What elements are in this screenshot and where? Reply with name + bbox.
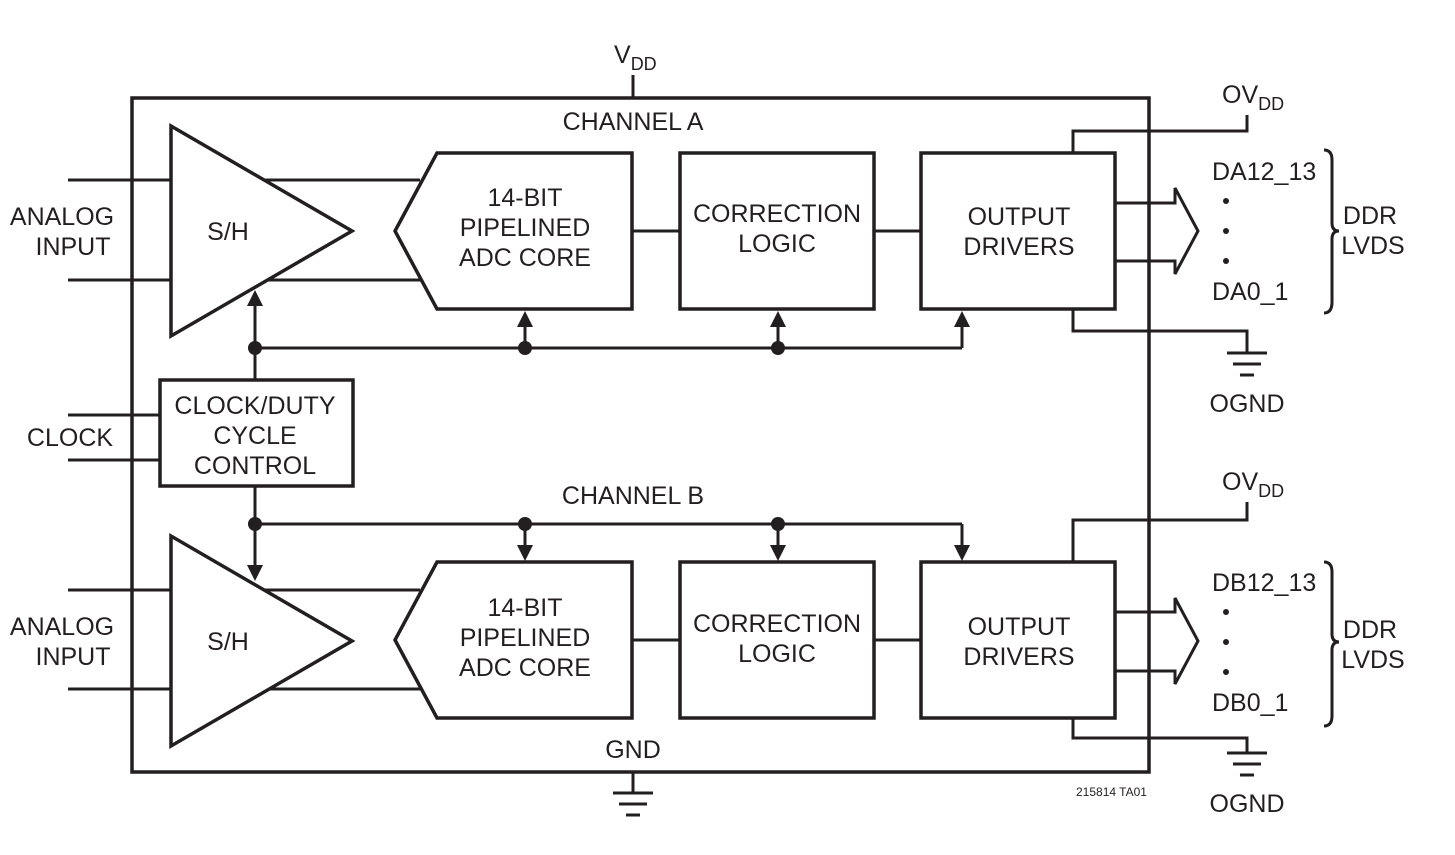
ddr-lvds-a-line2: LVDS <box>1341 232 1404 260</box>
figure-id: 215814 TA01 <box>1076 785 1147 799</box>
ovdd-a-label: OVDD <box>1222 81 1284 114</box>
output-b-top-label: DB12_13 <box>1212 569 1316 597</box>
output-drivers-a <box>919 151 1117 311</box>
analog-input-b-line1: ANALOG <box>10 613 114 641</box>
channel-b-label: CHANNEL B <box>562 482 704 510</box>
output-bus-arrow-a <box>1115 187 1200 275</box>
correction-logic-a-line1: CORRECTION <box>693 200 861 228</box>
correction-logic-b <box>678 560 876 720</box>
output-bus-arrow-b <box>1115 597 1200 685</box>
ognd-b-wire <box>1071 718 1249 752</box>
ovdd-b-label: OVDD <box>1222 468 1284 501</box>
adc-core-a <box>393 151 634 311</box>
ognd-a-wire <box>1071 309 1249 352</box>
ellipsis-dot <box>1223 669 1229 675</box>
brace-a <box>1323 148 1340 315</box>
clock-label: CLOCK <box>27 424 113 452</box>
arrowhead <box>517 311 533 327</box>
ddr-lvds-b-line2: LVDS <box>1341 646 1404 674</box>
ovdd-a-wire <box>1071 115 1249 153</box>
arrowhead <box>954 311 970 327</box>
arrowhead <box>517 545 533 561</box>
ground-symbol-b <box>1227 751 1267 777</box>
ground-symbol-chip <box>613 772 653 817</box>
correction-logic-b-line2: LOGIC <box>738 640 816 668</box>
junction-dot <box>771 517 785 531</box>
ellipsis-dot <box>1223 258 1229 264</box>
ground-symbol-a <box>1227 351 1267 377</box>
sample-hold-b <box>169 532 356 750</box>
clock-control-line2: CYCLE <box>213 422 296 450</box>
ognd-a-label: OGND <box>1210 390 1285 418</box>
adc-core-a-line3: ADC CORE <box>459 244 591 272</box>
junction-dot <box>248 517 262 531</box>
correction-logic-b-line1: CORRECTION <box>693 610 861 638</box>
adc-core-b <box>393 560 634 720</box>
clock-duty-cycle-control <box>158 378 355 488</box>
ellipsis-dot <box>1223 228 1229 234</box>
clock-control-line1: CLOCK/DUTY <box>174 392 335 420</box>
arrowhead <box>954 545 970 561</box>
correction-logic-a-line2: LOGIC <box>738 230 816 258</box>
junction-dot <box>771 341 785 355</box>
analog-input-a-line2: INPUT <box>36 233 111 261</box>
sample-hold-a-label: S/H <box>207 218 249 246</box>
ellipsis-dot <box>1223 609 1229 615</box>
output-a-top-label: DA12_13 <box>1212 158 1316 186</box>
gnd-label: GND <box>605 736 661 764</box>
ddr-lvds-b-line1: DDR <box>1343 616 1397 644</box>
junction-dot <box>518 341 532 355</box>
ellipsis-dot <box>1223 639 1229 645</box>
adc-core-b-line3: ADC CORE <box>459 654 591 682</box>
adc-core-b-line1: 14-BIT <box>487 594 562 622</box>
ognd-b-label: OGND <box>1210 790 1285 818</box>
sample-hold-b-label: S/H <box>207 628 249 656</box>
analog-input-b-line2: INPUT <box>36 643 111 671</box>
ellipsis-dot <box>1223 198 1229 204</box>
arrowhead <box>770 311 786 327</box>
output-b-bottom-label: DB0_1 <box>1212 689 1288 717</box>
vdd-label: VDD <box>614 41 657 74</box>
junction-dot <box>518 517 532 531</box>
clock-control-line3: CONTROL <box>194 452 316 480</box>
ovdd-b-wire <box>1071 502 1249 562</box>
adc-core-a-line1: 14-BIT <box>487 184 562 212</box>
junction-dot <box>248 341 262 355</box>
arrowhead <box>247 565 263 581</box>
output-drivers-a-line1: OUTPUT <box>968 203 1071 231</box>
output-drivers-a-line2: DRIVERS <box>963 233 1074 261</box>
adc-core-b-line2: PIPELINED <box>460 624 591 652</box>
analog-input-a-line1: ANALOG <box>10 203 114 231</box>
output-drivers-b-line2: DRIVERS <box>963 643 1074 671</box>
arrowhead <box>247 290 263 306</box>
ddr-lvds-a-line1: DDR <box>1343 202 1397 230</box>
output-drivers-b-line1: OUTPUT <box>968 613 1071 641</box>
channel-a-label: CHANNEL A <box>563 108 704 136</box>
sample-hold-a <box>169 122 356 340</box>
brace-b <box>1323 560 1340 728</box>
adc-core-a-line2: PIPELINED <box>460 214 591 242</box>
chip-outline <box>130 96 1151 774</box>
output-drivers-b <box>919 560 1117 720</box>
arrowhead <box>770 545 786 561</box>
output-a-bottom-label: DA0_1 <box>1212 278 1288 306</box>
